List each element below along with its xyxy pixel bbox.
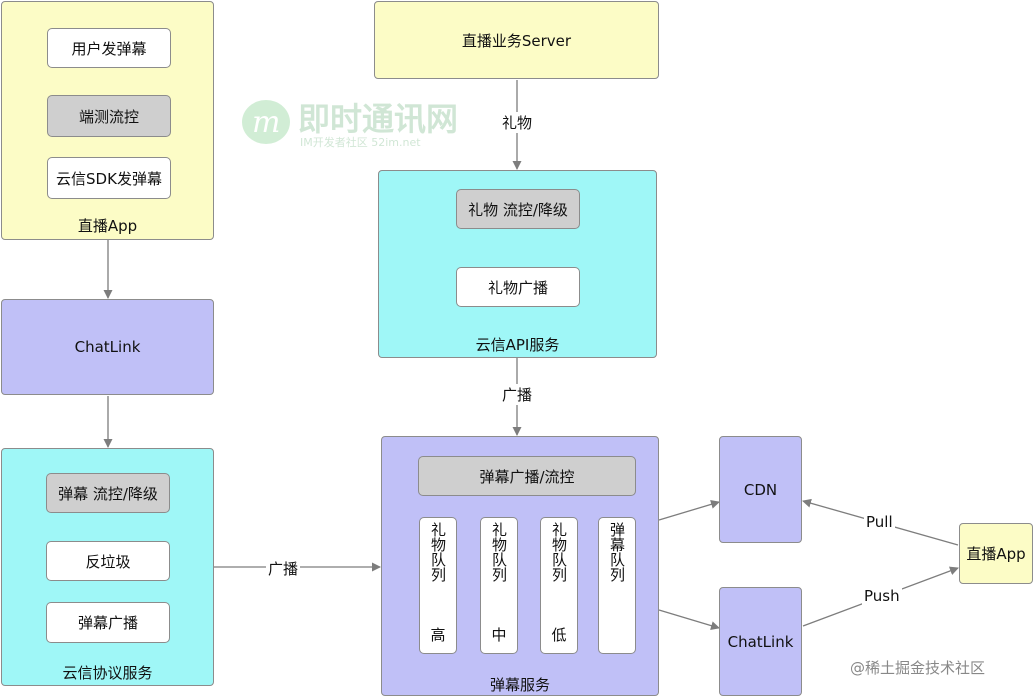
queue-label: 弹幕队列: [608, 522, 626, 582]
arrow-danmaku-cdn: [658, 499, 720, 521]
api-service-container: 礼物 流控/降级 礼物广播 云信API服务: [378, 170, 657, 358]
queue-gift-low: 礼物队列 低: [540, 517, 578, 654]
queue-gift-high: 礼物队列 高: [419, 517, 457, 654]
edge-label-push: Push: [862, 587, 902, 605]
step-client-flow-control: 端测流控: [47, 95, 171, 137]
svg-text:m: m: [252, 105, 280, 140]
protocol-service-title: 云信协议服务: [62, 664, 153, 682]
queue-gift-medium: 礼物队列 中: [480, 517, 518, 654]
live-app-right: 直播App: [959, 523, 1033, 584]
queue-label: 礼物队列: [490, 522, 508, 582]
edge-label-pull: Pull: [864, 513, 895, 531]
credit-text: @稀土掘金技术社区: [850, 659, 986, 677]
api-service-title: 云信API服务: [475, 336, 560, 354]
watermark-brand: 即时通讯网: [298, 100, 459, 138]
queue-label: 礼物队列: [550, 522, 568, 582]
watermark-sub: IM开发者社区 52im.net: [300, 136, 421, 149]
protocol-service-container: 弹幕 流控/降级 反垃圾 弹幕广播 云信协议服务: [1, 448, 214, 686]
arrow-danmaku-chatlink: [658, 609, 720, 631]
step-sdk-send-danmaku: 云信SDK发弹幕: [47, 157, 171, 199]
edge-label-gift: 礼物: [500, 112, 535, 133]
queue-label: 礼物队列: [429, 522, 447, 582]
danmaku-service-container: 弹幕广播/流控 礼物队列 高 礼物队列 中 礼物队列 低 弹幕队列 弹幕服务: [381, 436, 659, 696]
edge-label-broadcast-top: 广播: [500, 384, 535, 405]
queue-level: 低: [551, 626, 567, 644]
step-danmaku-broadcast: 弹幕广播: [46, 602, 170, 643]
live-app-container: 用户发弹幕 端测流控 云信SDK发弹幕 直播App: [1, 1, 214, 240]
chatlink-left: ChatLink: [1, 299, 214, 395]
watermark-logo-icon: m: [242, 100, 290, 144]
queue-level: 中: [491, 626, 507, 644]
step-send-danmaku: 用户发弹幕: [47, 28, 171, 68]
live-app-title: 直播App: [77, 217, 138, 235]
queue-level: 高: [430, 626, 446, 644]
step-danmaku-flow-control: 弹幕 流控/降级: [46, 473, 170, 513]
step-gift-flow-control: 礼物 流控/降级: [456, 189, 580, 229]
queue-danmaku: 弹幕队列: [598, 517, 636, 654]
danmaku-broadcast-flow-control: 弹幕广播/流控: [418, 456, 636, 496]
cdn-box: CDN: [719, 436, 802, 543]
danmaku-service-title: 弹幕服务: [489, 676, 550, 694]
chatlink-right: ChatLink: [719, 587, 802, 696]
edge-label-broadcast-left: 广播: [266, 558, 301, 579]
watermark: m 即时通讯网 IM开发者社区 52im.net: [238, 92, 488, 156]
step-gift-broadcast: 礼物广播: [456, 267, 580, 307]
step-anti-spam: 反垃圾: [46, 541, 170, 581]
live-business-server: 直播业务Server: [374, 1, 659, 79]
